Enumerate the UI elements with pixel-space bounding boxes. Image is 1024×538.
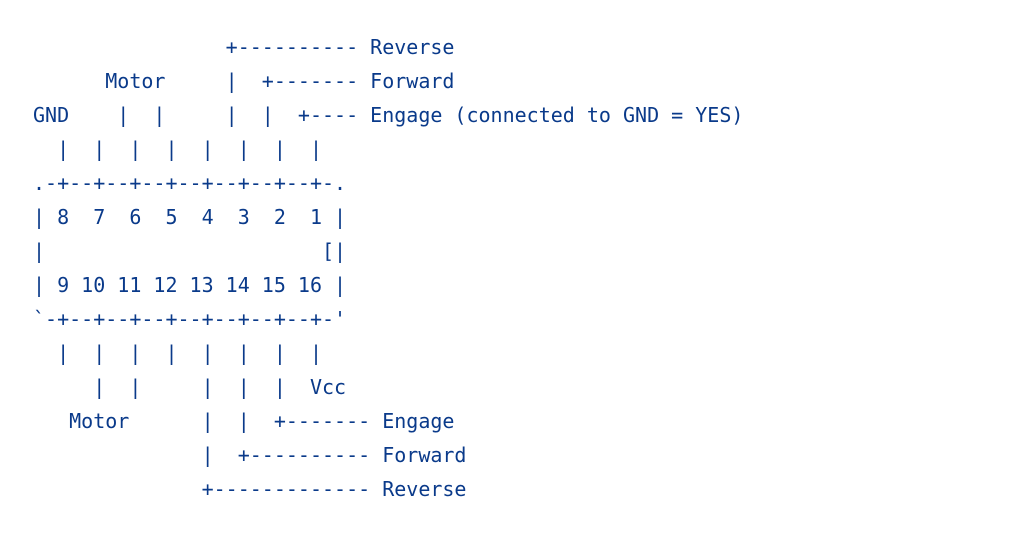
line-pins-8-to-1: | 8 7 6 5 4 3 2 1 |	[33, 205, 347, 229]
line-bottom-pin-leads: | | | | | | | |	[33, 341, 322, 365]
line-pins-9-to-16: | 9 10 11 12 13 14 15 16 |	[33, 273, 347, 297]
line-forward-bottom: | +---------- Forward	[33, 443, 467, 467]
line-connector-top-edge: .-+--+--+--+--+--+--+--+-.	[33, 171, 347, 195]
line-motor-forward-top: Motor | +------- Forward	[33, 69, 455, 93]
line-reverse-top: +---------- Reverse	[33, 35, 455, 59]
line-connector-key: | [|	[33, 239, 347, 263]
line-top-pin-leads: | | | | | | | |	[33, 137, 322, 161]
ascii-pinout-diagram: +---------- Reverse Motor | +------- For…	[33, 30, 743, 506]
line-gnd-engage-top: GND | | | | +---- Engage (connected to G…	[33, 103, 744, 127]
line-reverse-bottom: +------------- Reverse	[33, 477, 467, 501]
line-motor-engage-bottom: Motor | | +------- Engage	[33, 409, 455, 433]
line-connector-bottom-edge: `-+--+--+--+--+--+--+--+-'	[33, 307, 347, 331]
line-vcc: | | | | | Vcc	[33, 375, 347, 399]
